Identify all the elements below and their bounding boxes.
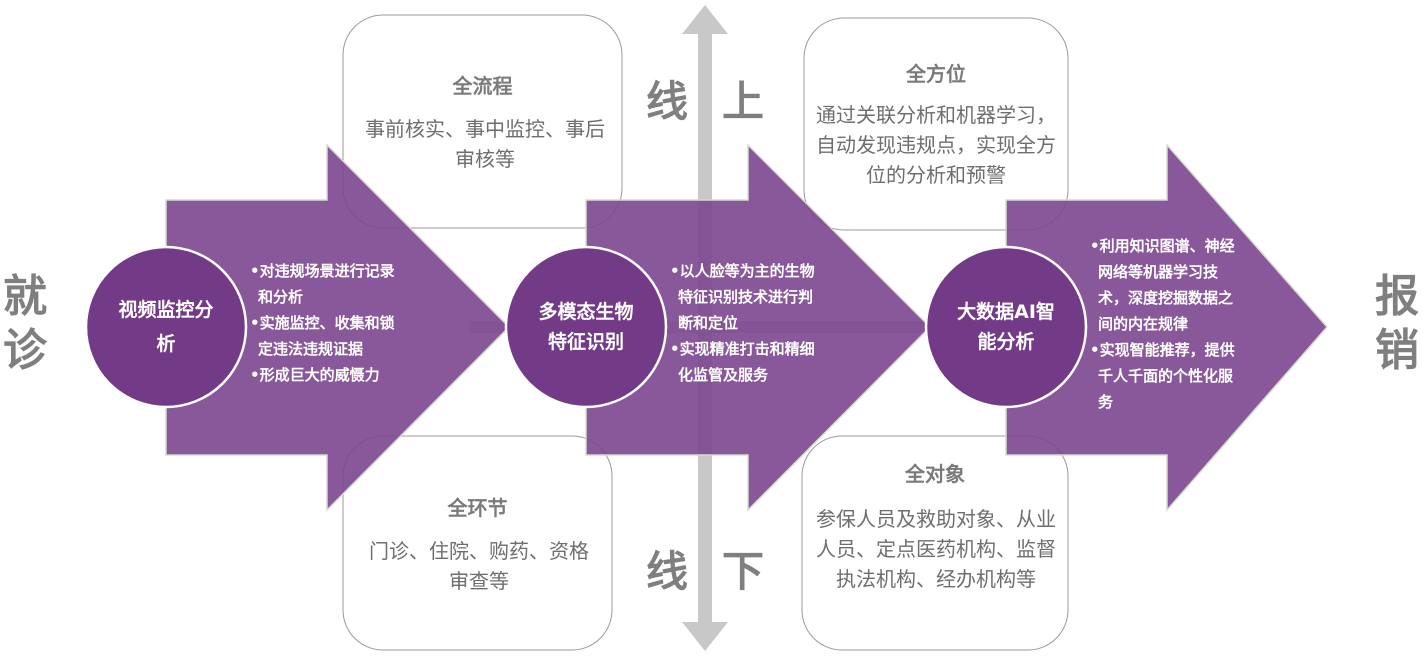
label-visit: 就诊 <box>3 271 47 376</box>
stage-bullets-1: •对违规场景进行记录和分析 •实施监控、收集和锁定违法违规证据 •形成巨大的威慑… <box>250 258 398 388</box>
box-body: 通过关联分析和机器学习，自动发现违规点，实现全方位的分析和预警 <box>816 103 1056 187</box>
label-online-1: 线 <box>646 77 689 126</box>
box-title: 全对象 <box>905 462 965 486</box>
stage-circle-1 <box>84 245 248 409</box>
box-body: 门诊、住院、购药、资格审查等 <box>369 539 589 593</box>
bullet: •实现智能推荐，提供千人千面的个性化服务 <box>1090 341 1235 411</box>
axis-up-arrowhead <box>682 5 728 34</box>
box-body: 事前核实、事中监控、事后审核等 <box>365 117 605 171</box>
stage-bullets-3: •利用知识图谱、神经网络等机器学习技术，深度挖掘数据之间的内在规律 •实现智能推… <box>1090 233 1238 415</box>
stage-bullets-2: •以人脸等为主的生物特征识别技术进行判断和定位 •实现精准打击和精细化监管及服务 <box>670 258 818 388</box>
label-online-2: 上 <box>722 77 765 126</box>
box-body: 参保人员及救助对象、从业人员、定点医药机构、监督执法机构、经办机构等 <box>816 507 1056 591</box>
stage-arrow-3 <box>1005 143 1328 512</box>
bullet: •形成巨大的威慑力 <box>250 366 380 384</box>
box-all-links <box>342 435 613 651</box>
box-title: 全方位 <box>906 62 966 86</box>
stage-title: 视频监控分析 <box>118 299 214 355</box>
box-all-round <box>803 17 1069 231</box>
box-title: 全流程 <box>452 74 513 98</box>
stage-arrow-2 <box>585 143 932 512</box>
box-title: 全环节 <box>447 496 508 520</box>
bullet: •实现精准打击和精细化监管及服务 <box>670 340 815 384</box>
stage-arrow-1 <box>165 143 511 512</box>
bullet: •利用知识图谱、神经网络等机器学习技术，深度挖掘数据之间的内在规律 <box>1090 237 1235 333</box>
label-offline-2: 下 <box>722 547 765 596</box>
box-all-objects <box>801 435 1069 651</box>
bullet: •以人脸等为主的生物特征识别技术进行判断和定位 <box>670 262 815 332</box>
axis-down-arrowhead <box>682 622 728 651</box>
stage-circle-2 <box>504 245 668 409</box>
stage-title: 多模态生物特征识别 <box>538 301 634 353</box>
stage-circle-3 <box>924 245 1088 409</box>
stage-title: 大数据AI智能分析 <box>957 301 1055 353</box>
bullet: •对违规场景进行记录和分析 <box>250 262 395 306</box>
bullet: •实施监控、收集和锁定违法违规证据 <box>250 314 395 358</box>
label-reimburse: 报销 <box>1375 271 1419 376</box>
label-offline-1: 线 <box>646 547 689 596</box>
box-full-process <box>342 14 623 229</box>
